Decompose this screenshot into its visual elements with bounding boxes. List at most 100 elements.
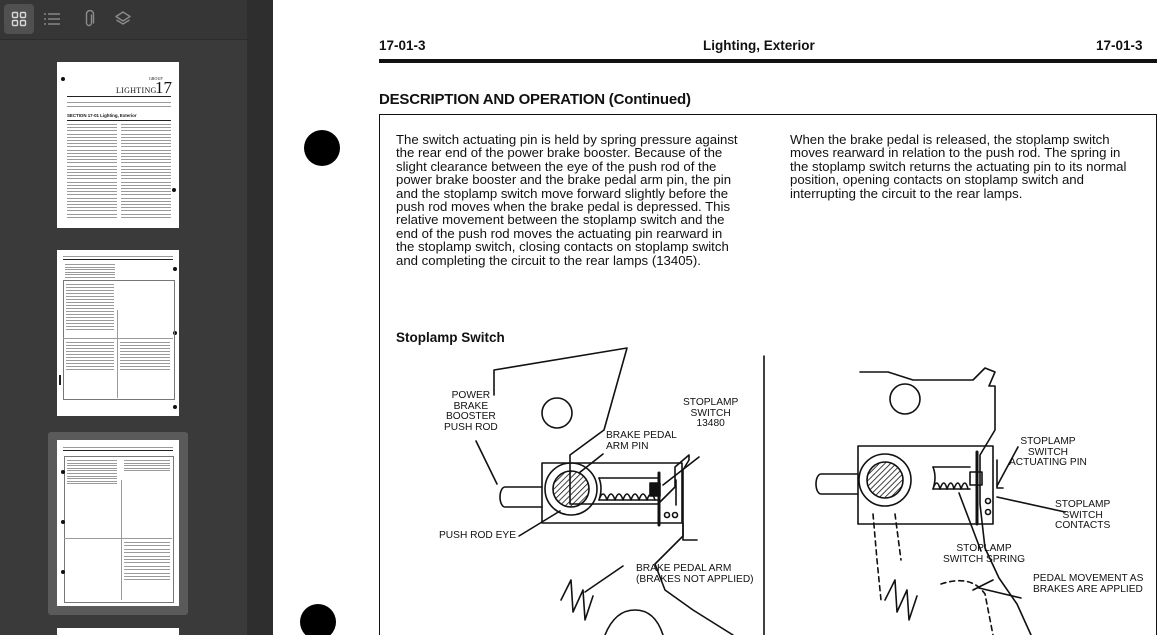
thumb-text-line [66, 348, 114, 349]
thumbnail-sidebar: GROUP LIGHTING 17 SECTION 17-01 Lighting… [0, 0, 247, 635]
thumb-text-line [121, 194, 171, 196]
thumb-text-line [66, 329, 114, 330]
thumb-text-line [120, 351, 170, 352]
thumb-text-line [67, 191, 117, 193]
thumb-text-line [121, 175, 171, 177]
thumb-text-line [66, 326, 114, 327]
thumb-text-line [67, 216, 117, 218]
thumb-text-line [121, 124, 171, 125]
thumb-text-line [67, 480, 117, 482]
thumb-text-line [65, 271, 115, 273]
thumb-text-line [66, 287, 114, 288]
page-thumbnail-1[interactable]: GROUP LIGHTING 17 SECTION 17-01 Lighting… [57, 62, 179, 228]
thumb-text-line [67, 152, 117, 154]
thumb-text-line [66, 314, 114, 315]
label-power-brake-booster: POWER BRAKE BOOSTER PUSH ROD [444, 390, 498, 433]
thumb-section: SECTION 17-01 Lighting, Exterior [67, 113, 137, 118]
header-left: 17-01-3 [379, 38, 426, 53]
thumb-text-line [121, 172, 171, 173]
thumb-text-line [121, 127, 171, 129]
thumb-text-line [67, 165, 117, 167]
page-thumbnail-3[interactable] [57, 440, 179, 606]
thumb-text-line [120, 354, 170, 355]
thumb-text-line [124, 562, 170, 564]
thumb-text-line [67, 465, 117, 467]
thumb-text-line [121, 178, 171, 180]
thumb-text-line [120, 366, 170, 367]
stoplamp-switch-figure [475, 347, 1066, 635]
thumb-text-line [67, 462, 117, 464]
thumb-text-line [66, 360, 114, 361]
thumb-text-line [66, 317, 114, 318]
thumb-text-line [66, 284, 114, 285]
paperclip-icon [85, 10, 95, 27]
list-icon [44, 13, 60, 25]
page-thumbnail-4[interactable] [57, 628, 179, 635]
outline-tab[interactable] [37, 4, 67, 34]
thumb-text-line [66, 311, 114, 312]
thumb-text-line [67, 197, 117, 199]
thumb-text-line [124, 460, 170, 461]
thumb-text-line [121, 213, 171, 215]
thumb-text-line [121, 168, 171, 170]
thumb-text-line [66, 323, 114, 324]
thumb-text-line [121, 143, 171, 145]
thumb-text-line [121, 184, 171, 186]
punch-hole [61, 77, 65, 81]
thumb-text-line [67, 168, 117, 170]
thumb-number: 17 [155, 78, 172, 97]
paragraph-left: The switch actuating pin is held by spri… [396, 132, 738, 268]
thumb-text-line [67, 478, 117, 480]
thumb-text-line [124, 559, 170, 560]
thumb-text-line [67, 130, 117, 132]
thumb-text-line [65, 269, 115, 271]
thumb-text-line [66, 366, 114, 367]
thumb-text-line [67, 467, 117, 469]
punch-hole [300, 604, 336, 635]
thumb-text-line [121, 197, 171, 199]
sidebar-splitter[interactable] [247, 0, 273, 635]
thumb-text-line [66, 342, 114, 343]
thumb-text-line [67, 178, 117, 180]
thumb-text-line [121, 162, 171, 164]
thumb-text-line [124, 579, 170, 581]
thumb-text-line [124, 470, 170, 472]
thumb-text-line [66, 305, 114, 306]
thumb-text-line [124, 545, 170, 547]
thumb-text-line [67, 200, 117, 202]
thumb-text-line [66, 357, 114, 358]
thumb-text-line [66, 308, 114, 309]
thumb-text-line [67, 172, 117, 173]
thumb-text-line [121, 140, 171, 141]
thumb-text-line [120, 360, 170, 361]
thumb-text-line [65, 274, 115, 276]
thumb-text-line [66, 369, 114, 370]
thumb-text-line [124, 569, 170, 571]
paragraph-right: When the brake pedal is released, the st… [790, 132, 1127, 201]
thumb-text-line [121, 149, 171, 151]
section-title: DESCRIPTION AND OPERATION (Continued) [379, 91, 691, 108]
thumb-text-line [67, 143, 117, 145]
layers-tab[interactable] [108, 4, 138, 34]
thumb-text-line [121, 207, 171, 209]
thumb-text-line [121, 133, 171, 135]
thumb-text-line [66, 354, 114, 355]
thumb-text-line [66, 296, 114, 297]
thumb-text-line [66, 363, 114, 364]
label-stoplamp-switch: STOPLAMP SWITCH 13480 [683, 397, 739, 430]
thumb-text-line [124, 572, 170, 574]
thumb-text-line [121, 159, 171, 161]
thumb-text-line [67, 475, 117, 477]
thumb-text-line [121, 181, 171, 183]
thumb-text-line [121, 204, 171, 205]
header-rule [379, 59, 1157, 63]
page-thumbnail-2[interactable] [57, 250, 179, 416]
thumbnails-tab[interactable] [4, 4, 34, 34]
thumb-text-line [121, 130, 171, 132]
thumb-text-line [121, 200, 171, 202]
thumb-text-line [121, 165, 171, 167]
attachments-tab[interactable] [74, 4, 104, 34]
thumb-text-line [124, 548, 170, 550]
punch-hole [172, 188, 176, 192]
thumb-text-line [121, 191, 171, 193]
